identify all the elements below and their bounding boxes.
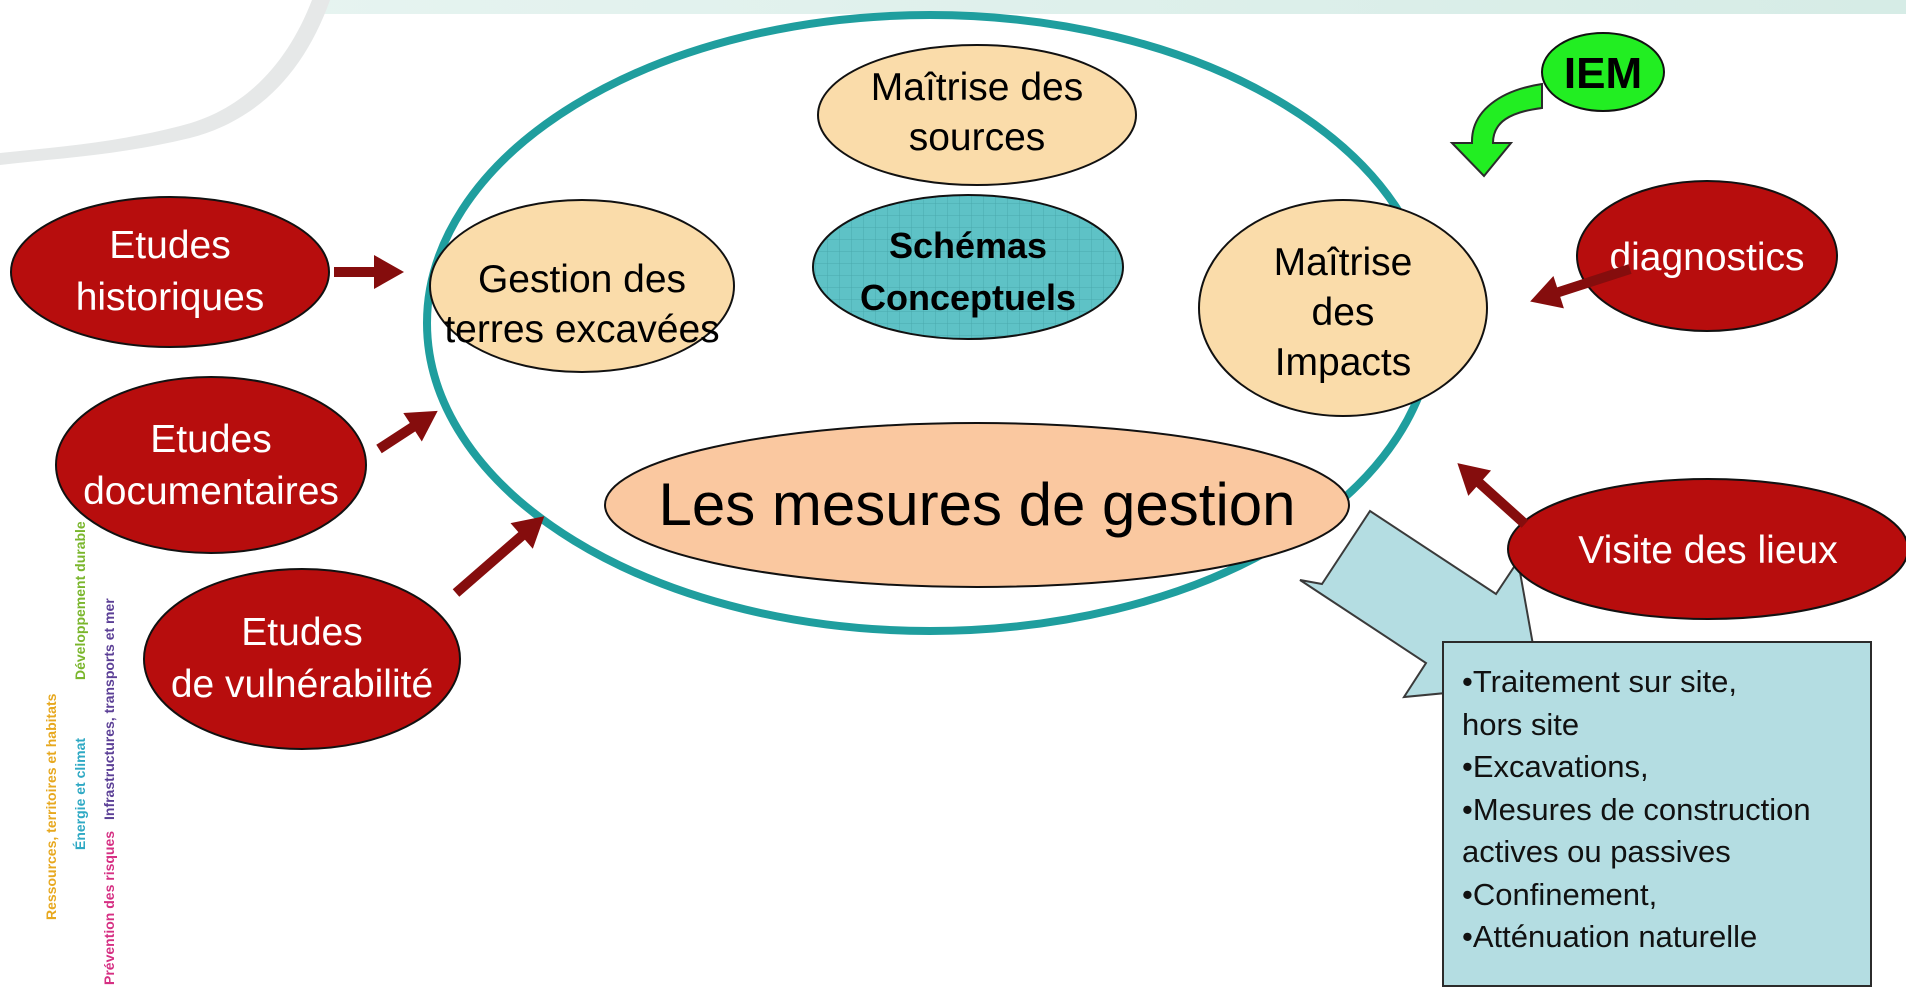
node-maitrise-impacts: Maîtrise des Impacts bbox=[1198, 199, 1488, 417]
node-gestion-terres: Gestion des terres excavées bbox=[429, 199, 735, 373]
logo-word: Infrastructures, transports et mer bbox=[101, 598, 117, 820]
result-box-line: •Excavations, bbox=[1462, 749, 1649, 784]
node-etudes-vulnerabilite: Etudes de vulnérabilité bbox=[143, 568, 461, 750]
result-box-line: actives ou passives bbox=[1462, 834, 1731, 869]
header-band bbox=[0, 0, 1906, 14]
node-label: terres excavées bbox=[444, 308, 719, 351]
node-label: des bbox=[1312, 291, 1375, 334]
center-label: Conceptuels bbox=[860, 277, 1076, 318]
arrow-vulnerabilite bbox=[452, 516, 545, 597]
node-label: Maîtrise des bbox=[871, 66, 1083, 109]
node-label: sources bbox=[909, 116, 1046, 159]
node-visite-lieux: Visite des lieux bbox=[1507, 478, 1906, 620]
node-label: Etudes bbox=[241, 611, 362, 654]
node-label: diagnostics bbox=[1609, 236, 1804, 279]
logo-word: Énergie et climat bbox=[72, 738, 88, 850]
arrow-diagnostics bbox=[1530, 264, 1632, 309]
logo-word: Prévention des risques bbox=[101, 831, 117, 985]
result-box-line: •Confinement, bbox=[1462, 876, 1658, 912]
node-label-large: Les mesures de gestion bbox=[658, 471, 1295, 538]
node-etudes-documentaires: Etudes documentaires bbox=[55, 376, 367, 554]
result-box: •Traitement sur site, hors site •Excavat… bbox=[1442, 641, 1872, 987]
node-maitrise-sources: Maîtrise des sources bbox=[817, 44, 1137, 186]
logo-word: Développement durable bbox=[72, 521, 88, 680]
arrow-visite bbox=[1457, 463, 1529, 528]
node-schemas-conceptuels: Schémas Conceptuels bbox=[812, 194, 1124, 340]
corner-swoosh-inner bbox=[0, 0, 312, 153]
logo-word: Ressources, territoires et habitats bbox=[43, 693, 59, 920]
node-etudes-historiques: Etudes historiques bbox=[10, 196, 330, 348]
result-box-line: •Traitement sur site, bbox=[1462, 664, 1738, 699]
node-label: de vulnérabilité bbox=[171, 663, 433, 706]
arrow-historiques bbox=[334, 255, 404, 289]
node-label: Etudes bbox=[109, 224, 230, 267]
node-label: Impacts bbox=[1275, 341, 1412, 384]
iem-arrow bbox=[1449, 82, 1543, 178]
node-label: Etudes bbox=[150, 418, 271, 461]
result-box-line: hors site bbox=[1462, 706, 1580, 742]
node-mesures-gestion: Les mesures de gestion bbox=[604, 422, 1350, 588]
node-label: Gestion des bbox=[478, 258, 686, 301]
result-box-line: •Atténuation naturelle bbox=[1462, 919, 1758, 954]
center-label: Schémas bbox=[889, 225, 1047, 266]
node-diagnostics: diagnostics bbox=[1576, 180, 1838, 332]
node-label: historiques bbox=[76, 276, 265, 319]
node-label: Maîtrise bbox=[1274, 241, 1413, 284]
input-arrows bbox=[334, 255, 1632, 597]
iem-label: IEM bbox=[1564, 49, 1642, 98]
iem-node: IEM bbox=[1541, 32, 1665, 112]
arrow-documentaires bbox=[376, 410, 438, 454]
result-box-line: •Mesures de construction bbox=[1462, 791, 1811, 827]
node-label: Visite des lieux bbox=[1578, 529, 1838, 572]
node-label: documentaires bbox=[83, 470, 339, 513]
ministry-logo: Ressources, territoires et habitats Éner… bbox=[43, 521, 117, 985]
